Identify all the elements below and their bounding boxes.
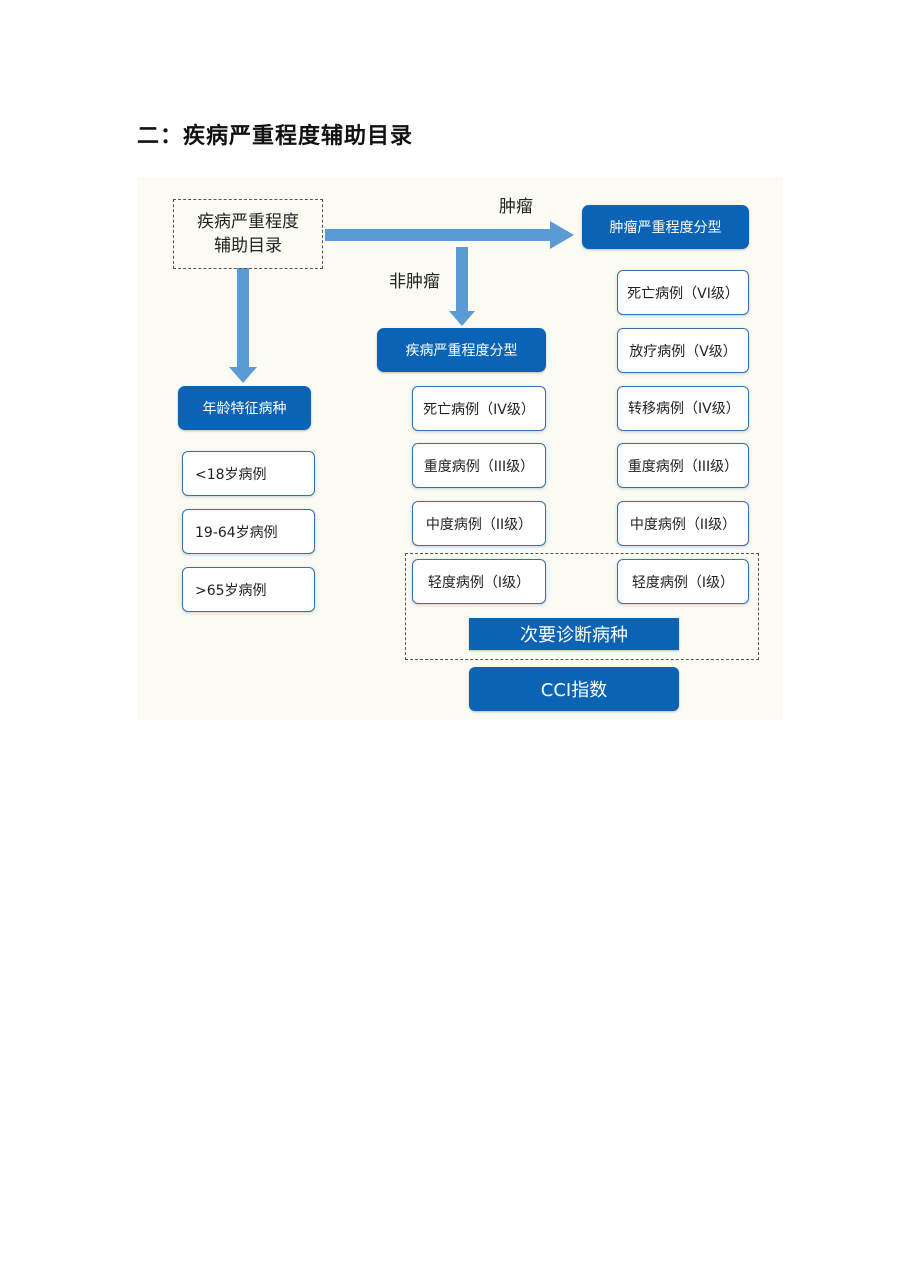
arrow-root-to-age [229, 268, 257, 383]
edge-label-non-tumor: 非肿瘤 [389, 272, 440, 292]
disease-item-grade-3: 重度病例（III级） [412, 443, 546, 488]
tumor-item-grade-3: 重度病例（III级） [617, 443, 749, 488]
age-feature-node: 年龄特征病种 [178, 386, 311, 430]
tumor-item-grade-1: 轻度病例（I级） [617, 559, 749, 604]
cci-index-node: CCI指数 [469, 667, 679, 711]
mild-grade-group [405, 553, 759, 660]
flow-arrows [229, 221, 574, 383]
age-item-over-65: >65岁病例 [182, 567, 315, 612]
arrow-non-tumor-down [449, 247, 475, 326]
tumor-item-grade-4: 转移病例（IV级） [617, 386, 749, 431]
diagram-panel: 疾病严重程度 辅助目录 肿瘤 非肿瘤 肿瘤严重程度分型 死亡病例（VI级） 放疗… [137, 177, 783, 720]
tumor-item-grade-2: 中度病例（II级） [617, 501, 749, 546]
edge-label-tumor: 肿瘤 [499, 197, 533, 217]
tumor-severity-node: 肿瘤严重程度分型 [582, 205, 749, 249]
tumor-item-grade-5: 放疗病例（V级） [617, 328, 749, 373]
disease-item-grade-4: 死亡病例（IV级） [412, 386, 546, 431]
age-item-under-18: <18岁病例 [182, 451, 315, 496]
secondary-diagnosis-node: 次要诊断病种 [469, 618, 679, 650]
root-line-2: 辅助目录 [214, 236, 282, 256]
disease-severity-node: 疾病严重程度分型 [377, 328, 546, 372]
age-item-19-64: 19-64岁病例 [182, 509, 315, 554]
disease-item-grade-1: 轻度病例（I级） [412, 559, 546, 604]
root-node: 疾病严重程度 辅助目录 [173, 199, 323, 269]
section-heading: 二：疾病严重程度辅助目录 [137, 124, 414, 149]
root-line-1: 疾病严重程度 [197, 212, 299, 232]
arrow-root-to-tumor [325, 221, 574, 249]
tumor-item-grade-6: 死亡病例（VI级） [617, 270, 749, 315]
disease-item-grade-2: 中度病例（II级） [412, 501, 546, 546]
